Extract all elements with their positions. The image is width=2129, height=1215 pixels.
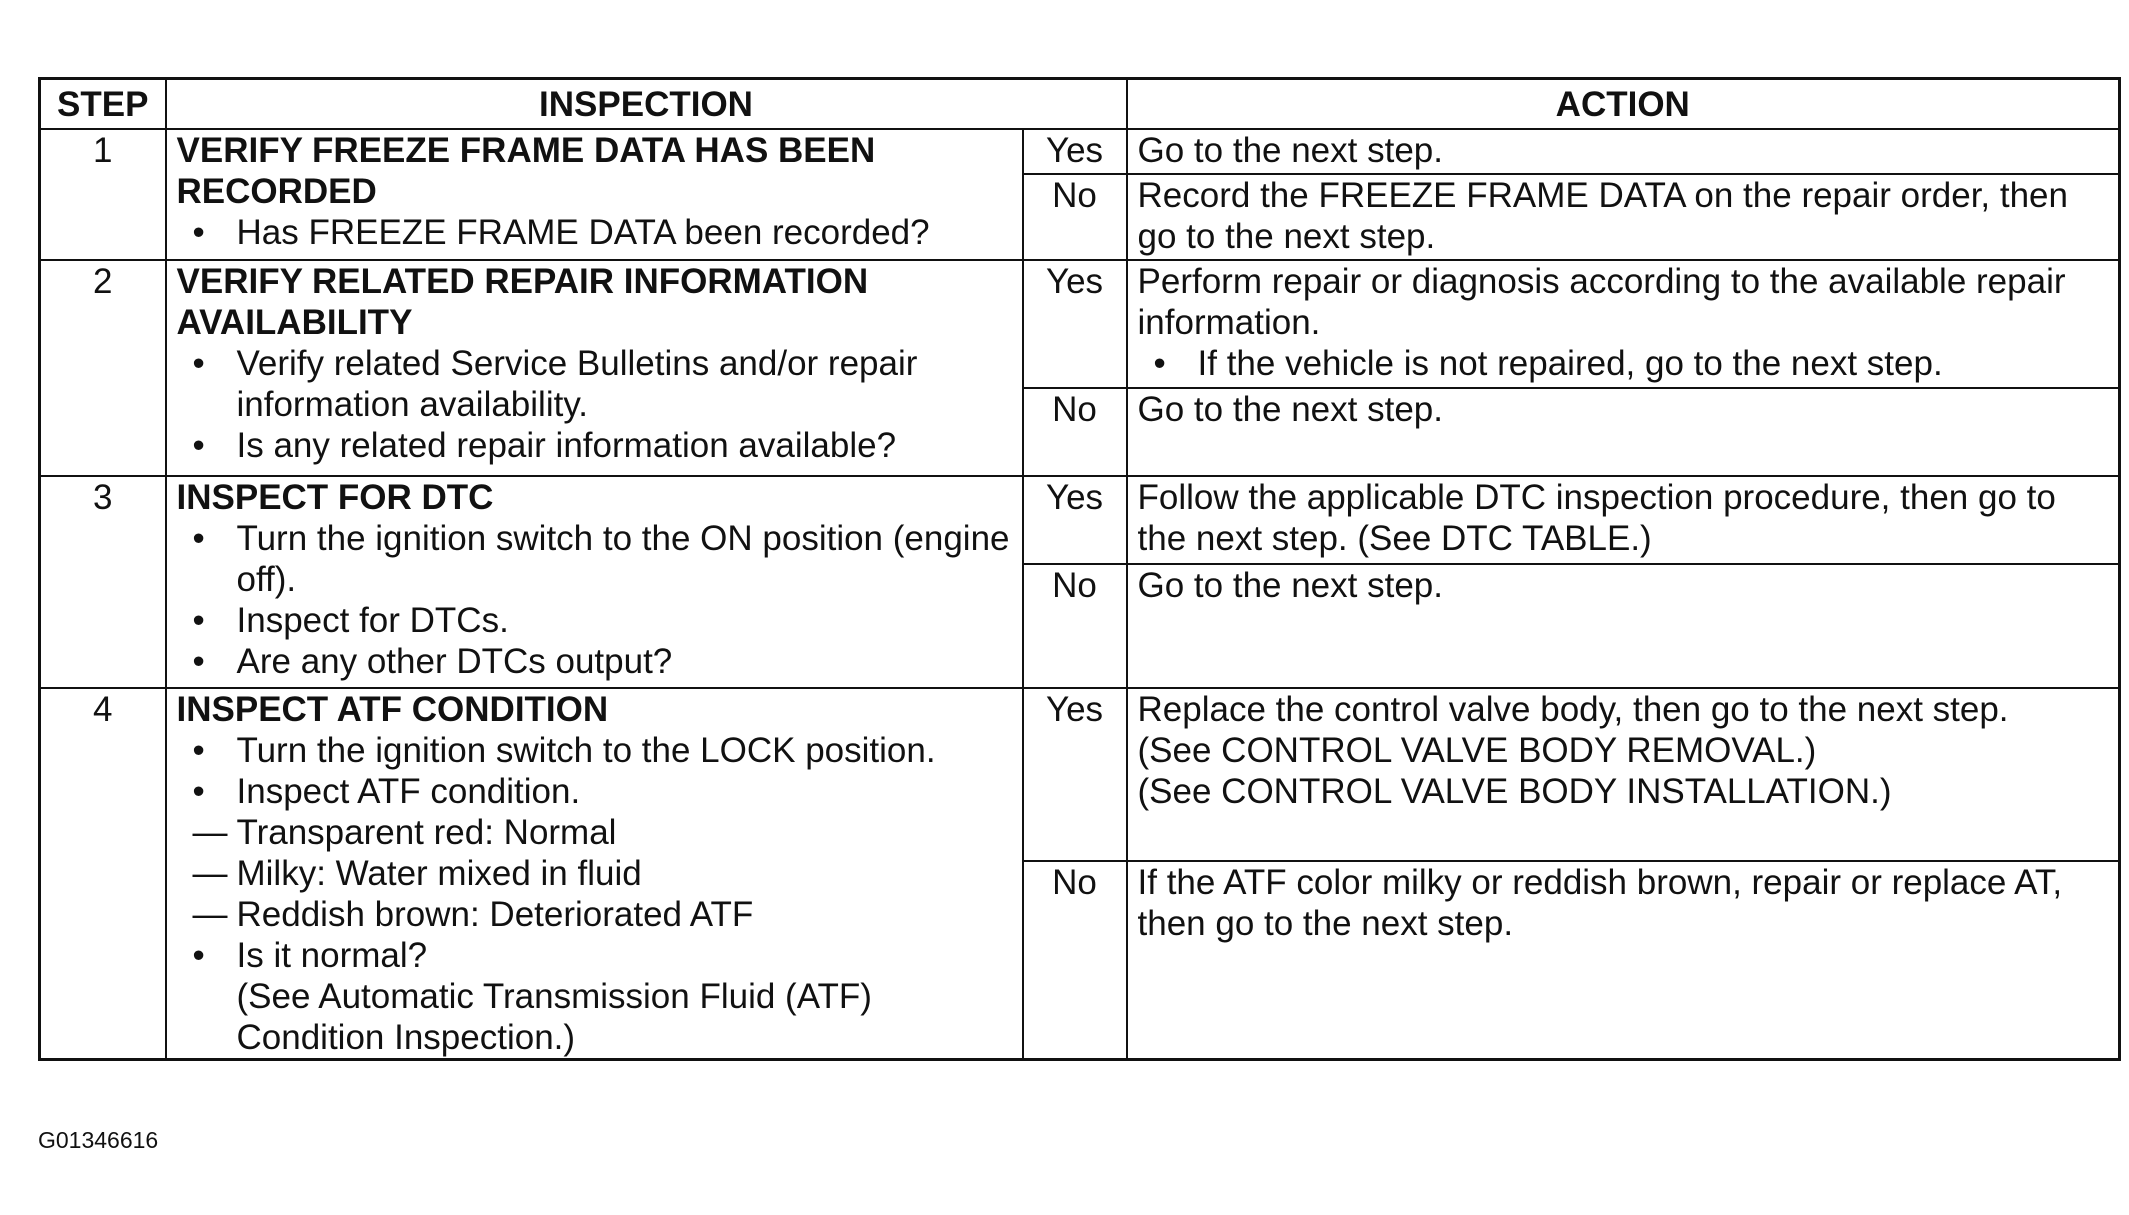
inspection-bullet-with-sublist: Inspect ATF condition. Transparent red: … <box>193 771 1012 935</box>
condition-item: Transparent red: Normal <box>193 812 1012 853</box>
table-row: No Go to the next step. <box>40 387 2121 477</box>
action-reference: (See CONTROL VALVE BODY REMOVAL.) <box>1137 731 1817 770</box>
inspection-bullet: Is it normal? <box>236 936 428 975</box>
yes-label: Yes <box>1021 128 1128 175</box>
step-number: 3 <box>38 475 167 689</box>
table-row: 1 VERIFY FREEZE FRAME DATA HAS BEEN RECO… <box>38 128 2121 261</box>
inspection-cell: INSPECT ATF CONDITION Turn the ignition … <box>164 687 1024 1061</box>
yes-action-cell: Perform repair or diagnosis according to… <box>1125 259 2121 389</box>
inspection-cell: VERIFY FREEZE FRAME DATA HAS BEEN RECORD… <box>164 128 1024 261</box>
yes-action: Perform repair or diagnosis according to… <box>1137 262 2066 342</box>
yes-label: Yes <box>1021 259 1128 389</box>
table-row: 2 VERIFY RELATED REPAIR INFORMATION AVAI… <box>38 259 2121 477</box>
inspection-bullet: Is any related repair information availa… <box>193 425 1012 466</box>
inspection-bullet: Turn the ignition switch to the ON posit… <box>193 518 1012 600</box>
condition-sublist: Transparent red: Normal Milky: Water mix… <box>193 812 1012 935</box>
inspection-title: VERIFY RELATED REPAIR INFORMATION AVAILA… <box>176 262 869 342</box>
no-label: No <box>1021 563 1128 689</box>
yes-action: Follow the applicable DTC inspection pro… <box>1125 475 2121 565</box>
inspection-bullet-with-ref: Is it normal? (See Automatic Transmissio… <box>193 935 1012 1058</box>
step-number: 4 <box>38 687 167 1061</box>
diagnostic-procedure-table: STEP INSPECTION ACTION 1 VERIFY FREEZE F… <box>38 77 2121 1061</box>
yes-action: Go to the next step. <box>1125 128 2121 175</box>
table-row: 4 INSPECT ATF CONDITION Turn the ignitio… <box>38 687 2121 1061</box>
step-number: 1 <box>38 128 167 261</box>
action-reference: (See CONTROL VALVE BODY INSTALLATION.) <box>1137 772 1892 811</box>
inspection-bullet: Inspect ATF condition. <box>236 772 581 811</box>
step-number: 2 <box>38 259 167 477</box>
yes-label: Yes <box>1021 475 1128 565</box>
inspection-bullet: Turn the ignition switch to the LOCK pos… <box>193 730 1012 771</box>
condition-item: Milky: Water mixed in fluid <box>193 853 1012 894</box>
inspection-cell: INSPECT FOR DTC Turn the ignition switch… <box>164 475 1024 689</box>
inspection-cell: VERIFY RELATED REPAIR INFORMATION AVAILA… <box>164 259 1024 477</box>
header-inspection: INSPECTION <box>164 77 1128 130</box>
yes-action-cell: Replace the control valve body, then go … <box>1125 687 2121 862</box>
action-bullet: If the vehicle is not repaired, go to th… <box>1153 343 2108 384</box>
no-label: No <box>1021 859 1128 1061</box>
yes-action: Replace the control valve body, then go … <box>1137 690 2009 729</box>
inspection-title: INSPECT FOR DTC <box>176 478 494 517</box>
table-row: No Go to the next step. <box>40 563 2121 689</box>
inspection-bullets: Turn the ignition switch to the ON posit… <box>177 518 1012 682</box>
table-row: No Record the FREEZE FRAME DATA on the r… <box>40 173 2121 261</box>
inspection-bullet: Are any other DTCs output? <box>193 641 1012 682</box>
no-label: No <box>1021 173 1128 261</box>
condition-item: Reddish brown: Deteriorated ATF <box>193 894 1012 935</box>
yes-label: Yes <box>1021 687 1128 862</box>
inspection-bullets: Has FREEZE FRAME DATA been recorded? <box>177 212 1012 253</box>
inspection-bullets: Verify related Service Bulletins and/or … <box>177 343 1012 466</box>
table-header-row: STEP INSPECTION ACTION <box>38 77 2121 130</box>
inspection-bullet: Has FREEZE FRAME DATA been recorded? <box>193 212 1012 253</box>
figure-id: G01346616 <box>38 1127 159 1153</box>
no-action: Record the FREEZE FRAME DATA on the repa… <box>1125 173 2121 261</box>
inspection-title: INSPECT ATF CONDITION <box>176 690 609 729</box>
inspection-title: VERIFY FREEZE FRAME DATA HAS BEEN RECORD… <box>176 131 876 211</box>
header-step: STEP <box>38 77 167 130</box>
inspection-reference: (See Automatic Transmission Fluid (ATF) … <box>236 977 872 1057</box>
inspection-bullet: Verify related Service Bulletins and/or … <box>193 343 1012 425</box>
no-label: No <box>1021 387 1128 477</box>
no-action: If the ATF color milky or reddish brown,… <box>1125 859 2121 1061</box>
no-action: Go to the next step. <box>1125 387 2121 477</box>
action-bullets: If the vehicle is not repaired, go to th… <box>1138 343 2108 384</box>
table-row: No If the ATF color milky or reddish bro… <box>40 859 2121 1061</box>
no-action: Go to the next step. <box>1125 563 2121 689</box>
header-action: ACTION <box>1125 77 2121 130</box>
inspection-bullets: Turn the ignition switch to the LOCK pos… <box>177 730 1012 1058</box>
table-row: 3 INSPECT FOR DTC Turn the ignition swit… <box>38 475 2121 689</box>
inspection-bullet: Inspect for DTCs. <box>193 600 1012 641</box>
